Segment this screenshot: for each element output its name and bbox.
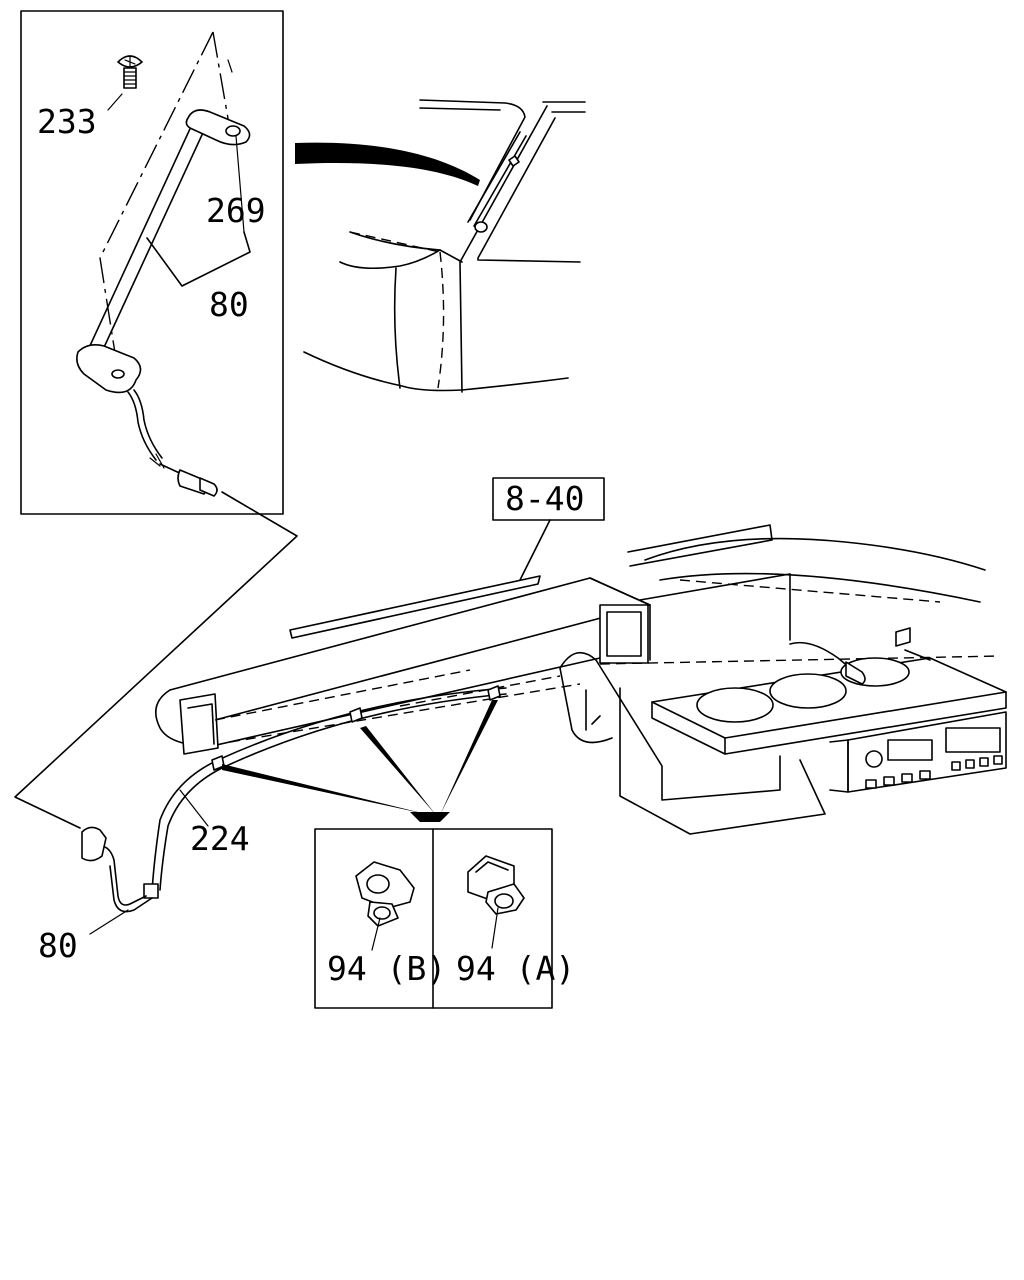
callout-antenna-cable: 224 xyxy=(190,819,250,858)
reference-label: 8-40 xyxy=(505,479,584,518)
screw-leader xyxy=(107,93,123,111)
clip-a-part xyxy=(467,855,525,949)
antenna-cable xyxy=(81,685,507,935)
reference-leader xyxy=(519,519,551,581)
reference-box: 8-40 xyxy=(492,477,605,581)
clip-pointers xyxy=(222,700,498,822)
view-arrow xyxy=(295,142,480,186)
callout-screw: 233 xyxy=(37,102,97,141)
instrument-panel xyxy=(154,524,1007,835)
clip-detail-box: 94 (B) 94 (A) xyxy=(314,828,575,1009)
inset-connector-line xyxy=(14,491,298,829)
callout-clip-b: 94 (B) xyxy=(327,949,446,988)
antenna-detail-inset: 233 269 80 xyxy=(20,10,284,515)
callout-antenna-assembly-upper: 80 xyxy=(209,285,249,324)
cable-leader xyxy=(179,789,209,827)
clip-b-part xyxy=(355,861,415,951)
alignment-line xyxy=(212,31,231,131)
vehicle-pillar-view xyxy=(295,99,586,393)
callout-antenna-assembly-lower: 80 xyxy=(38,926,78,965)
plug-leader xyxy=(89,909,129,935)
screw-part xyxy=(117,55,143,89)
base-leader xyxy=(235,135,245,233)
callout-clip-a: 94 (A) xyxy=(456,949,575,988)
antenna-rod xyxy=(76,109,251,497)
alignment-line xyxy=(99,31,214,373)
callout-antenna-base: 269 xyxy=(206,191,266,230)
assembly-bracket xyxy=(146,231,251,287)
